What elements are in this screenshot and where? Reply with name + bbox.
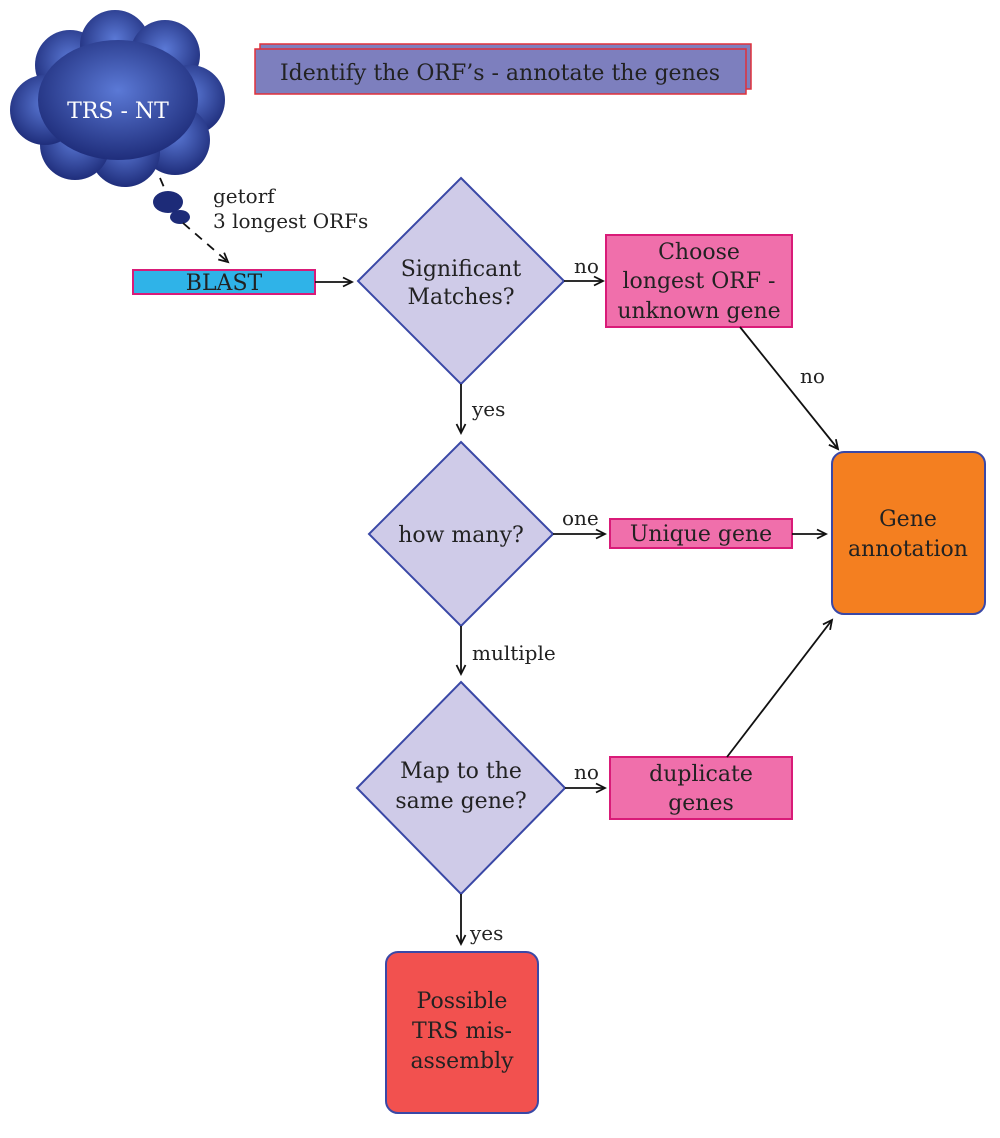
duplicate-line-2: genes bbox=[668, 791, 734, 816]
edge-label-yes-possible: yes bbox=[469, 921, 503, 945]
choose-longest-box: Choose longest ORF - unknown gene bbox=[605, 234, 793, 328]
choose-line-1: Choose bbox=[658, 240, 740, 265]
edge-label-no-choose: no bbox=[574, 254, 599, 278]
edge-label-yes-howmany: yes bbox=[471, 397, 505, 421]
possible-misassembly-box: Possible TRS mis- assembly bbox=[385, 951, 539, 1114]
bubble-small bbox=[170, 210, 190, 224]
possible-line-1: Possible bbox=[417, 989, 508, 1014]
dashed-edge-top bbox=[159, 177, 167, 193]
unique-gene-text: Unique gene bbox=[630, 522, 772, 547]
title-text: Identify the ORF’s - annotate the genes bbox=[280, 61, 720, 86]
edge-label-no-gene: no bbox=[800, 364, 825, 388]
getorf-label: getorf bbox=[213, 184, 276, 208]
edge-label-multiple: multiple bbox=[472, 641, 556, 665]
significant-line-1: Significant bbox=[401, 257, 522, 282]
gene-line-2: annotation bbox=[848, 537, 968, 562]
map-line-1: Map to the bbox=[400, 759, 522, 784]
possible-line-3: assembly bbox=[410, 1049, 514, 1074]
blast-box: BLAST bbox=[132, 269, 316, 296]
choose-line-2: longest ORF - bbox=[623, 269, 776, 294]
duplicate-line-1: duplicate bbox=[649, 762, 753, 787]
bubble-large bbox=[153, 191, 183, 213]
how-many-diamond: how many? bbox=[367, 440, 555, 628]
duplicate-genes-box: duplicate genes bbox=[609, 756, 793, 820]
gene-line-1: Gene bbox=[879, 507, 937, 532]
cloud-trs-nt: TRS - NT bbox=[10, 10, 225, 187]
significant-line-2: Matches? bbox=[407, 285, 514, 310]
possible-line-2: TRS mis- bbox=[412, 1019, 512, 1044]
title-box: Identify the ORF’s - annotate the genes bbox=[254, 43, 752, 95]
unique-gene-box: Unique gene bbox=[609, 518, 793, 549]
blast-text: BLAST bbox=[186, 271, 263, 296]
how-many-text: how many? bbox=[398, 523, 524, 548]
dashed-edge-blast bbox=[182, 222, 228, 262]
map-same-gene-diamond: Map to the same gene? bbox=[355, 680, 567, 896]
edge-duplicate-gene bbox=[726, 620, 832, 758]
edge-label-one: one bbox=[562, 506, 599, 530]
longest-orfs-label: 3 longest ORFs bbox=[213, 209, 368, 233]
edge-label-no-duplicate: no bbox=[574, 760, 599, 784]
map-line-2: same gene? bbox=[395, 789, 526, 814]
cloud-label: TRS - NT bbox=[67, 99, 169, 124]
gene-annotation-box: Gene annotation bbox=[831, 451, 986, 615]
edge-choose-gene bbox=[739, 326, 838, 449]
choose-line-3: unknown gene bbox=[617, 299, 780, 324]
significant-matches-diamond: Significant Matches? bbox=[356, 176, 566, 386]
